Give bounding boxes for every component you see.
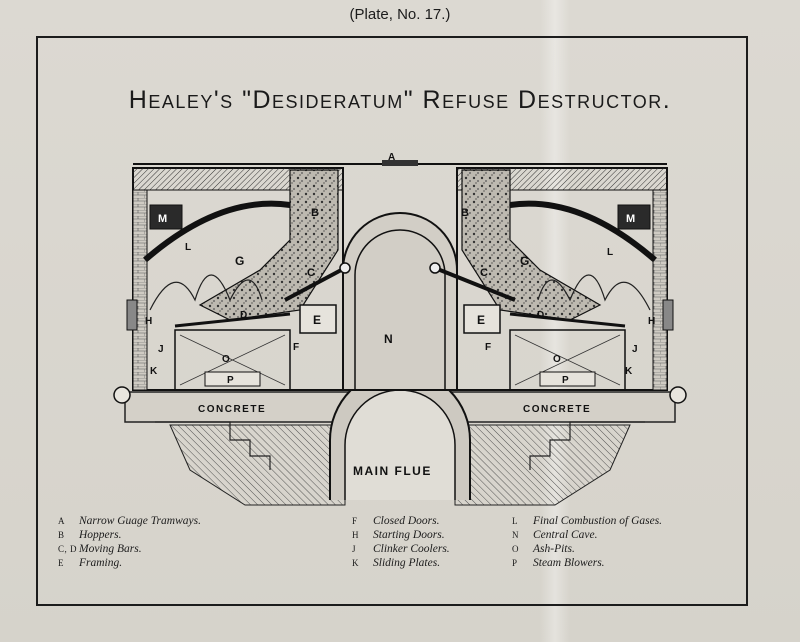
plate-frame [36,36,748,606]
right-m-box [617,204,651,230]
label-m-left: M [158,213,167,225]
label-p-left: P [227,375,234,386]
right-steam-blower [539,371,596,387]
label-m-right: M [626,213,635,225]
plate-title: Healey's "Desideratum" Refuse Destructor… [128,86,672,114]
label-concrete-right: CONCRETE [523,404,591,415]
label-main-flue: MAIN FLUE [353,464,432,478]
label-j-right: J [632,344,638,355]
label-b-left: B [311,207,319,219]
label-p-right: P [562,375,569,386]
label-d-right: D [537,310,544,321]
right-framing [463,304,501,334]
right-hopper [461,169,602,321]
label-c-left: C [307,267,315,279]
label-f-right: F [485,342,491,353]
label-c-right: C [480,267,488,279]
left-hopper [198,169,339,321]
label-n: N [384,332,393,346]
left-ash-pit [174,329,291,391]
label-e-right: E [477,313,485,327]
label-g-left: G [235,254,244,268]
left-combustion-arch [143,200,291,263]
label-a: A [388,152,395,163]
label-k-right: K [625,366,633,377]
label-h-right: H [648,316,655,327]
tramway-marker [382,160,418,166]
label-j-left: J [158,344,164,355]
label-l-left: L [185,242,191,253]
label-concrete-left: CONCRETE [198,404,266,415]
label-e-left: E [313,313,321,327]
label-k-left: K [150,366,158,377]
label-o-left: O [222,354,230,365]
label-f-left: F [293,342,299,353]
label-d-left: D [240,310,247,321]
left-steam-blower [204,371,261,387]
left-framing [299,304,337,334]
label-h-left: H [145,316,152,327]
right-ash-pit [509,329,626,391]
central-cave [342,212,458,391]
plate-number: (Plate, No. 17.) [349,6,451,23]
label-b-right: B [461,207,469,219]
label-o-right: O [553,354,561,365]
left-m-box [149,204,183,230]
label-l-right: L [607,247,613,258]
label-g-right: G [520,254,529,268]
